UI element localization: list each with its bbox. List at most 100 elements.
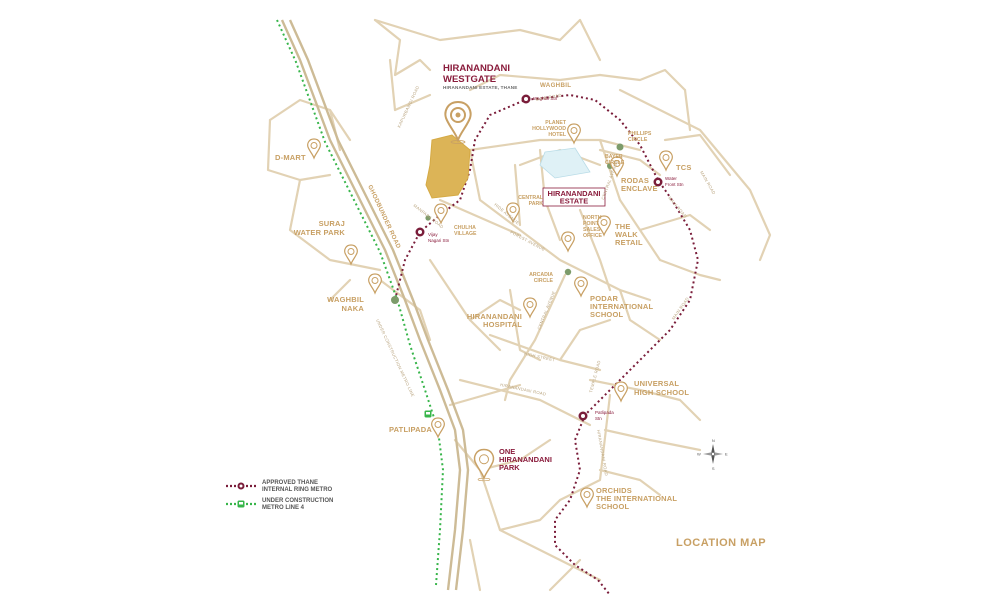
estate-label-line-2: ESTATE xyxy=(560,197,588,206)
poi-pin-icon-planet-hollywood xyxy=(567,123,581,145)
locality-waghbil: WAGHBIL xyxy=(540,82,571,89)
poi-label-rodas-2: ENCLAVE xyxy=(621,184,658,193)
compass-n: N xyxy=(712,438,715,443)
stn-label-vijay-2: Nagari Stn xyxy=(428,238,450,243)
compass-rose: N S E W xyxy=(697,438,728,471)
poi-pin-icon-one-hiranandani-park xyxy=(473,448,495,482)
circle-labels: PHILLIPS CIRCLE BAYER CIRCLE ARCADIA CIR… xyxy=(529,131,652,284)
poi-pin-icon-waghbil-naka xyxy=(368,273,382,295)
poi-label-universal-2: HIGH SCHOOL xyxy=(634,388,689,397)
ghodbunder-highway xyxy=(280,19,470,591)
poi-label-north-point-3: SALES xyxy=(583,227,601,233)
poi-label-tcs: TCS xyxy=(676,163,692,172)
poi-labels: D-MART SURAJ WATER PARK WAGHBIL NAKA PAT… xyxy=(275,120,692,511)
poi-label-one-park-3: PARK xyxy=(499,463,520,472)
road-label-main-road-right: MAIN ROAD xyxy=(667,195,688,218)
poi-label-north-point-4: OFFICE xyxy=(583,233,603,239)
circle-label-bayer-2: CIRCLE xyxy=(605,160,625,166)
poi-label-planet-2: HOLLYWOOD xyxy=(532,126,566,132)
poi-pin-icon-chulha-village xyxy=(434,203,448,225)
project-location-pin xyxy=(444,100,472,144)
stn-label-water-front-2: Front Stn xyxy=(665,182,684,187)
junction-circle xyxy=(616,143,624,151)
compass-s: S xyxy=(712,466,715,471)
map-legend: APPROVED THANE INTERNAL RING METRO UNDER… xyxy=(226,480,333,511)
poi-label-podar-2: INTERNATIONAL xyxy=(590,302,654,311)
poi-pin-icon-rodas-enclave xyxy=(610,156,624,178)
junction-circle xyxy=(425,215,431,221)
metro-station-icon xyxy=(415,227,425,237)
circle-label-arcadia: ARCADIA xyxy=(529,272,553,278)
poi-pin-icon-hiranandani-hospital xyxy=(523,297,537,319)
poi-label-d-mart: D-MART xyxy=(275,153,306,162)
legend-ring-metro-line-2: INTERNAL RING METRO xyxy=(262,487,333,493)
poi-pin-icon-orchids-school xyxy=(580,487,594,509)
poi-label-waghbil-naka: WAGHBIL xyxy=(327,295,364,304)
metro-station-labels: Waghbil Stn Water Front Stn Vijay Nagari… xyxy=(428,96,684,421)
circle-label-phillips-2: CIRCLE xyxy=(628,137,648,143)
poi-label-north-point: NORTH xyxy=(583,215,602,221)
metro-station-icon xyxy=(521,94,531,104)
poi-label-walk-2: WALK xyxy=(615,230,638,239)
junction-circle xyxy=(391,296,399,304)
metro-line-4-path xyxy=(276,19,445,586)
poi-label-central-park-2: PARK xyxy=(529,201,544,207)
stn-label-patlipada: Patlipada xyxy=(595,410,614,415)
project-brand: HIRANANDANI xyxy=(443,63,510,74)
location-map-title: LOCATION MAP xyxy=(676,537,766,549)
road-label-metro-line: UNDER CONSTRUCTION METRO LINE xyxy=(375,318,416,397)
stn-label-vijay: Vijay xyxy=(428,232,438,237)
road-label-main-road-east: MAIN ROAD xyxy=(699,170,717,195)
poi-label-central-park: CENTRAL xyxy=(518,195,544,201)
poi-label-walk: THE xyxy=(615,222,631,231)
stn-label-patlipada-2: Stn xyxy=(595,416,602,421)
poi-pin-icon-universal-high-school xyxy=(614,381,628,403)
road-label-forest-avenue: FOREST AVENUE xyxy=(510,229,546,252)
junction-circle xyxy=(564,268,572,276)
road-label-ghodbunder: GHODBUNDER ROAD xyxy=(366,184,402,250)
poi-label-podar: PODAR xyxy=(590,294,618,303)
lake xyxy=(539,147,591,179)
metro-line-4-station-icon xyxy=(424,410,432,418)
poi-label-waghbil-naka-2: NAKA xyxy=(342,304,365,313)
road-label-high-street: HIGH STREET xyxy=(524,351,556,362)
stn-label-waghbil: Waghbil Stn xyxy=(533,96,558,101)
legend-metro-4-line-2: METRO LINE 4 xyxy=(262,505,305,511)
poi-pin-icon-tcs xyxy=(659,150,673,172)
stn-label-water-front: Water xyxy=(665,176,677,181)
poi-label-planet: PLANET xyxy=(545,120,567,126)
poi-label-patlipada: PATLIPADA xyxy=(389,425,432,434)
poi-label-universal: UNIVERSAL xyxy=(634,379,679,388)
legend-ring-metro xyxy=(226,482,256,490)
poi-label-one-park-2: HIRANANDANI xyxy=(499,455,552,464)
road-label-hiranandani-road-2: HIRANANDANI ROAD xyxy=(596,429,609,476)
poi-label-north-point-2: POINT xyxy=(583,221,600,227)
poi-pin-icon-d-mart xyxy=(307,138,321,160)
poi-label-hospital: HIRANANDANI xyxy=(467,312,522,321)
poi-label-suraj: SURAJ xyxy=(319,219,345,228)
poi-label-chulha-2: VILLAGE xyxy=(454,231,477,237)
road-label-temple-road: TEMPLE ROAD xyxy=(588,360,601,393)
poi-label-orchids-3: SCHOOL xyxy=(596,502,630,511)
poi-label-hospital-2: HOSPITAL xyxy=(483,320,522,329)
poi-label-rodas: RODAS xyxy=(621,176,649,185)
compass-e: E xyxy=(725,452,728,457)
poi-label-podar-3: SCHOOL xyxy=(590,310,624,319)
road-label-central-avenue-2: CENTRAL AVENUE xyxy=(536,290,556,330)
poi-label-one-park: ONE xyxy=(499,447,515,456)
road-label-kapurbawdi: KAPURBAWDI ROAD xyxy=(396,85,420,129)
circle-label-arcadia-2: CIRCLE xyxy=(534,278,554,284)
poi-label-orchids: ORCHIDS xyxy=(596,486,632,495)
project-address: HIRANANDANI ESTATE, THANE xyxy=(443,85,518,90)
poi-label-walk-3: RETAIL xyxy=(615,238,643,247)
estate-label-line-1: HIRANANDANI xyxy=(548,189,601,198)
project-name: WESTGATE xyxy=(443,74,496,85)
poi-pin-icon-podar-school xyxy=(574,276,588,298)
poi-label-suraj-2: WATER PARK xyxy=(294,228,346,237)
circle-label-bayer: BAYER xyxy=(605,154,623,160)
ring-metro-stations xyxy=(415,94,663,421)
poi-pin-icon-patlipada xyxy=(431,417,445,439)
poi-pins xyxy=(307,123,673,509)
road-label-main-road-lower: MAIN ROAD xyxy=(671,296,690,321)
